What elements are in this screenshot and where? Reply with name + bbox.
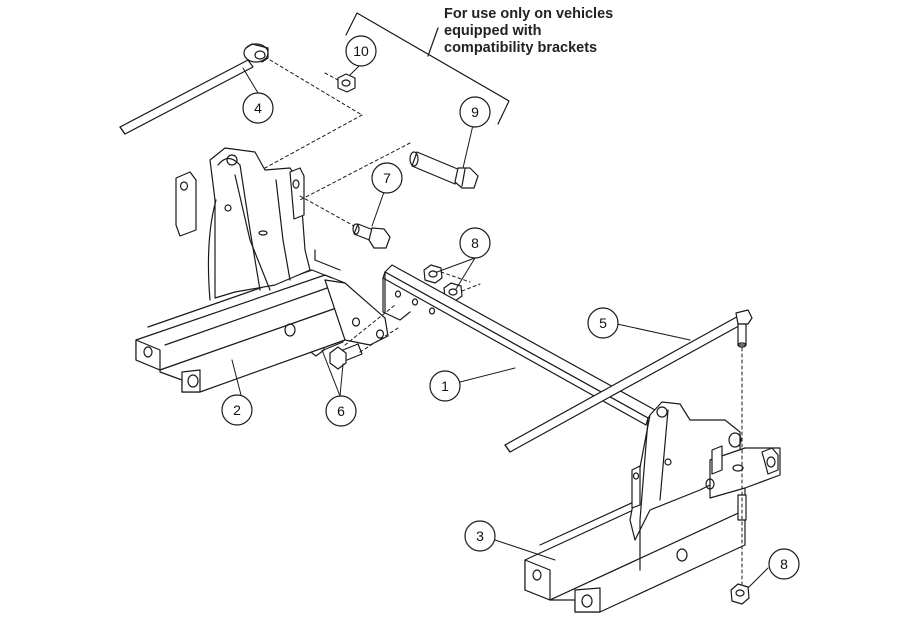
- callout-4: 4: [242, 92, 274, 124]
- svg-text:8: 8: [471, 235, 479, 251]
- part-8-nut-bottom: [730, 583, 750, 605]
- callout-10: 10: [345, 35, 377, 67]
- note-leader-line: [427, 27, 439, 57]
- svg-text:6: 6: [337, 403, 345, 419]
- assembly-lines: [264, 59, 743, 585]
- svg-text:8: 8: [780, 556, 788, 572]
- note-line-1: For use only on vehicles: [444, 6, 614, 22]
- svg-text:9: 9: [471, 104, 479, 120]
- svg-text:1: 1: [441, 378, 449, 394]
- svg-text:3: 3: [476, 528, 484, 544]
- compatibility-note: For use only on vehicles equipped with c…: [444, 6, 644, 57]
- callout-7: 7: [371, 162, 403, 194]
- svg-text:4: 4: [254, 100, 262, 116]
- callout-3: 3: [464, 520, 496, 552]
- part-5-rod: [504, 309, 753, 453]
- svg-text:10: 10: [353, 43, 369, 59]
- part-2-bracket: [135, 147, 389, 393]
- svg-text:2: 2: [233, 402, 241, 418]
- note-line-2: equipped with: [444, 23, 542, 39]
- callout-6: 6: [325, 395, 357, 427]
- callout-8-top: 8: [459, 227, 491, 259]
- part-1-plate: [382, 264, 656, 426]
- callouts: 1 2 3 4 5 6 7: [221, 35, 800, 580]
- callout-2: 2: [221, 394, 253, 426]
- callout-5: 5: [587, 307, 619, 339]
- note-group-bracket: [345, 12, 510, 125]
- part-7-bolt: [352, 223, 391, 249]
- svg-text:5: 5: [599, 315, 607, 331]
- part-9-bolt: [409, 151, 479, 189]
- part-4-rod: [119, 43, 269, 135]
- note-line-3: compatibility brackets: [444, 40, 598, 56]
- part-10-nut: [337, 73, 356, 93]
- callout-8-bottom: 8: [768, 548, 800, 580]
- callout-9: 9: [459, 96, 491, 128]
- svg-text:7: 7: [383, 170, 391, 186]
- leader-lines: [231, 64, 769, 589]
- part-3-bracket: [524, 401, 781, 613]
- callout-1: 1: [429, 370, 461, 402]
